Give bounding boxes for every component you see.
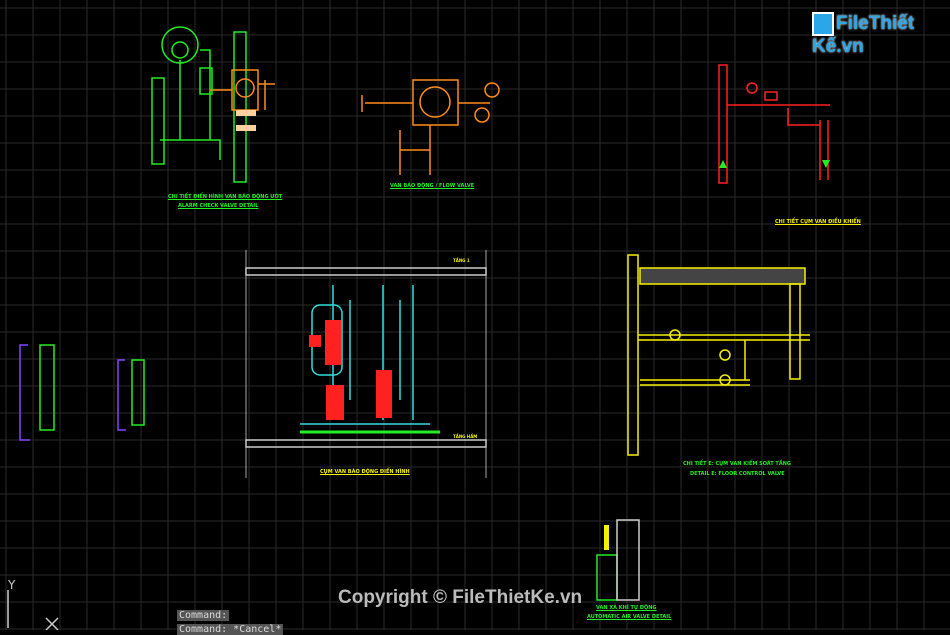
ucs-y-label: Y [8, 578, 16, 592]
air-valve-title-en: AUTOMATIC AIR VALVE DETAIL [587, 614, 672, 620]
logo-text: FileThiết Kế.vn [812, 13, 915, 57]
air-valve-drawing [596, 519, 640, 601]
flow-valve-title: VAN BÁO ĐỘNG / FLOW VALVE [390, 183, 475, 189]
folder-icon [812, 12, 834, 36]
control-valve-drawing [718, 64, 830, 184]
alarm-check-title-en: ALARM CHECK VALVE DETAIL [178, 203, 259, 209]
air-valve-title-vi: VAN XẢ KHÍ TỰ ĐỘNG [596, 605, 657, 611]
flow-valve-drawing [361, 79, 500, 175]
floor-top-label: TẦNG 1 [453, 258, 470, 263]
copyright-watermark: Copyright © FileThietKe.vn [338, 587, 583, 608]
floor-control-title-vi: CHI TIẾT E: CỤM VAN KIỂM SOÁT TẦNG [683, 461, 792, 467]
floor-control-valve-drawing [627, 254, 810, 456]
alarm-check-title-vi: CHI TIẾT ĐIỂN HÌNH VAN BÁO ĐỘNG ƯỚT [168, 194, 283, 200]
ucs-icon [7, 590, 59, 630]
floor-control-title-en: DETAIL E: FLOOR CONTROL VALVE [690, 471, 785, 477]
floor-bottom-label: TẦNG HẦM [453, 434, 478, 439]
side-valve-details [19, 344, 145, 441]
filethietke-logo: FileThiết Kế.vn [812, 12, 950, 58]
alarm-group-title: CỤM VAN BÁO ĐỘNG ĐIỂN HÌNH [320, 469, 410, 475]
control-valve-title: CHI TIẾT CỤM VAN ĐIỀU KHIỂN [775, 219, 861, 225]
alarm-valve-group-drawing [245, 250, 487, 478]
command-history-line: Command: [177, 610, 230, 621]
alarm-check-valve-drawing [151, 26, 275, 183]
